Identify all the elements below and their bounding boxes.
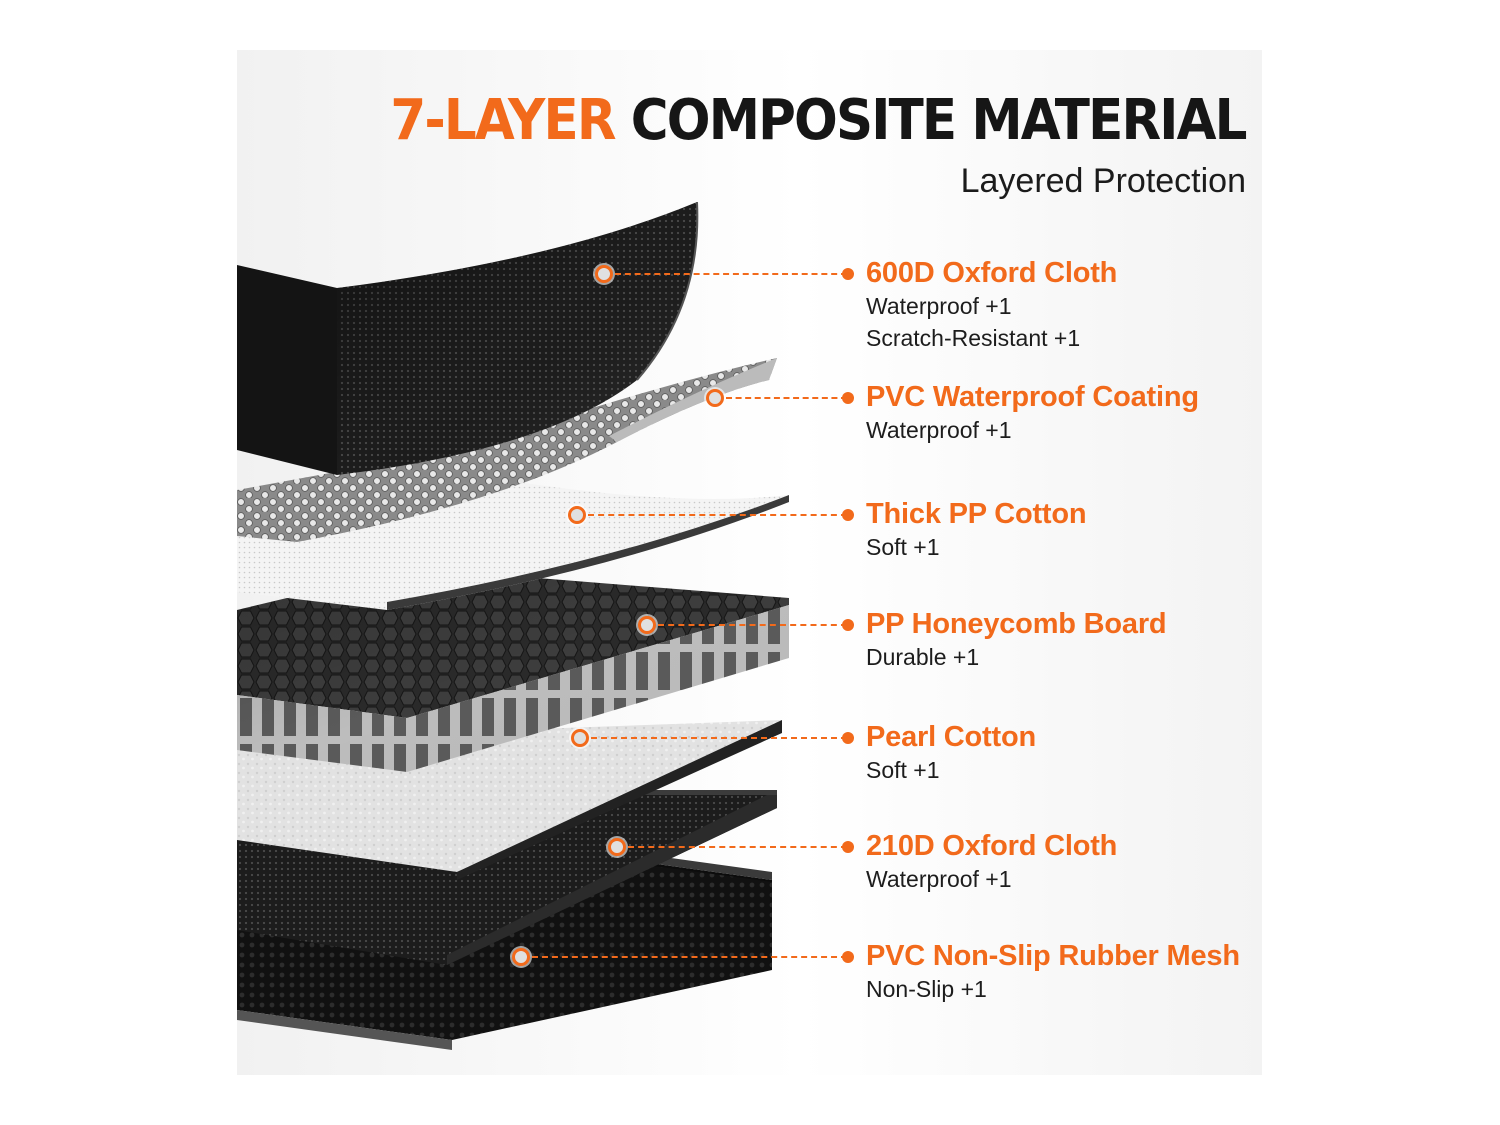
callout-end-5 — [842, 732, 854, 744]
page-subtitle: Layered Protection — [960, 162, 1246, 200]
layer-name: PVC Waterproof Coating — [866, 381, 1199, 413]
material-layers-illustration — [237, 201, 789, 1050]
layer-label-7: PVC Non-Slip Rubber Mesh Non-Slip +1 — [866, 940, 1240, 1005]
callout-dot-4 — [638, 616, 656, 634]
layer-label-6: 210D Oxford Cloth Waterproof +1 — [866, 830, 1117, 895]
callout-dot-5 — [571, 729, 589, 747]
layer-honeycomb-illustration — [237, 568, 789, 772]
layer-label-1: 600D Oxford Cloth Waterproof +1 Scratch-… — [866, 257, 1117, 354]
layer-label-5: Pearl Cotton Soft +1 — [866, 721, 1036, 786]
layer-feature: Soft +1 — [866, 534, 940, 560]
page-title: 7-LAYER COMPOSITE MATERIAL — [390, 88, 1248, 153]
layer-feature: Non-Slip +1 — [866, 976, 987, 1002]
layer-feature: Waterproof +1 — [866, 293, 1012, 319]
layer-feature: Scratch-Resistant +1 — [866, 325, 1081, 351]
layer-label-3: Thick PP Cotton Soft +1 — [866, 498, 1087, 563]
layer-feature: Soft +1 — [866, 757, 940, 783]
title-accent: 7-LAYER — [390, 88, 617, 153]
layer-name: PP Honeycomb Board — [866, 608, 1167, 640]
layer-name: 210D Oxford Cloth — [866, 830, 1118, 862]
callout-line-3 — [588, 514, 847, 516]
callout-dot-2 — [706, 389, 724, 407]
layer-feature: Waterproof +1 — [866, 417, 1012, 443]
callout-end-2 — [842, 392, 854, 404]
layer-name: 600D Oxford Cloth — [866, 257, 1118, 289]
callout-line-4 — [658, 624, 847, 626]
title-main: COMPOSITE MATERIAL — [631, 88, 1248, 153]
callout-line-7 — [532, 956, 847, 958]
callout-end-7 — [842, 951, 854, 963]
callout-dot-3 — [568, 506, 586, 524]
callout-end-3 — [842, 509, 854, 521]
layer-pvc-coating-illustration — [237, 358, 777, 542]
layer-label-2: PVC Waterproof Coating Waterproof +1 — [866, 381, 1199, 446]
layer-feature: Waterproof +1 — [866, 866, 1012, 892]
callout-dot-1 — [595, 265, 613, 283]
layer-name: Pearl Cotton — [866, 721, 1036, 753]
layer-name: PVC Non-Slip Rubber Mesh — [866, 940, 1240, 972]
callout-dot-7 — [512, 948, 530, 966]
callout-end-4 — [842, 619, 854, 631]
product-infographic: 7-LAYER COMPOSITE MATERIAL Layered Prote… — [237, 50, 1262, 1075]
layer-name: Thick PP Cotton — [866, 498, 1087, 530]
layer-label-4: PP Honeycomb Board Durable +1 — [866, 608, 1167, 673]
callout-line-6 — [628, 846, 847, 848]
callout-line-2 — [726, 397, 847, 399]
callout-dot-6 — [608, 838, 626, 856]
callout-line-5 — [591, 737, 847, 739]
callout-end-6 — [842, 841, 854, 853]
callout-end-1 — [842, 268, 854, 280]
callout-line-1 — [615, 273, 847, 275]
layer-feature: Durable +1 — [866, 644, 980, 670]
